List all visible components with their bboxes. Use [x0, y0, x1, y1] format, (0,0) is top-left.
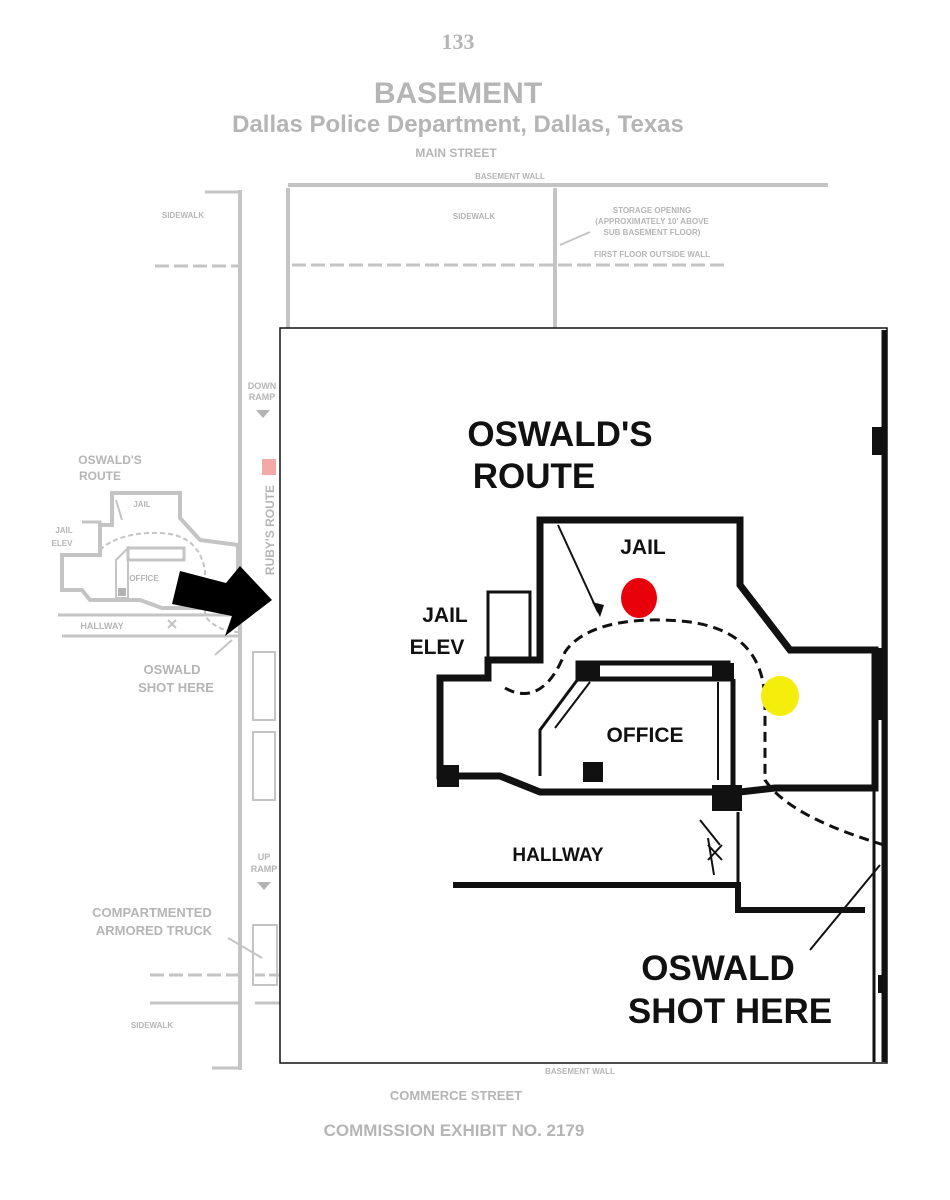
inset-shot-here-label-2: SHOT HERE: [628, 992, 832, 1031]
truck-label-1: COMPARTMENTED: [92, 905, 212, 920]
bg-office-label: OFFICE: [129, 574, 159, 583]
sidewalk-left-label: SIDEWALK: [162, 211, 204, 220]
bg-oswalds-route-label-2: ROUTE: [79, 469, 121, 483]
yellow-marker: [761, 676, 799, 716]
exhibit-label: COMMISSION EXHIBIT NO. 2179: [324, 1121, 585, 1140]
storage-label-3: SUB BASEMENT FLOOR): [604, 228, 701, 237]
bg-hallway-label: HALLWAY: [80, 621, 123, 631]
inset-oswalds-route-label-1: OSWALD'S: [467, 415, 652, 454]
first-floor-wall-label: FIRST FLOOR OUTSIDE WALL: [594, 250, 710, 259]
page-number: 133: [442, 29, 475, 54]
bg-shot-here-label-1: OSWALD: [143, 662, 200, 677]
storage-label-2: (APPROXIMATELY 10' ABOVE: [595, 217, 709, 226]
up-ramp-arrow-icon: [257, 882, 271, 890]
up-ramp-label-1: UP: [258, 852, 271, 862]
storage-label-1: STORAGE OPENING: [613, 206, 692, 215]
inset-hallway-label: HALLWAY: [512, 845, 603, 866]
inset-panel: OSWALD'S ROUTE JAIL JAIL ELEV OFFICE HAL…: [279, 327, 888, 1064]
inset-office-label: OFFICE: [607, 724, 684, 747]
truck-label-2: ARMORED TRUCK: [96, 923, 213, 938]
bg-oswalds-route-label-1: OSWALD'S: [78, 453, 142, 467]
down-ramp-label-1: DOWN: [248, 381, 277, 391]
sidewalk-mid-label: SIDEWALK: [453, 212, 495, 221]
bg-jail-label: JAIL: [133, 500, 150, 509]
plan-title: BASEMENT: [374, 77, 542, 110]
inset-jail-elev-label-2: ELEV: [410, 636, 465, 659]
street-main: MAIN STREET: [415, 146, 497, 160]
down-ramp-label-2: RAMP: [249, 392, 276, 402]
inset-oswalds-route-label-2: ROUTE: [473, 457, 596, 496]
background-jail-complex: OSWALD'S ROUTE JAIL JAIL ELEV OFFICE HAL…: [52, 453, 240, 695]
basement-wall-bottom-label: BASEMENT WALL: [545, 1067, 615, 1076]
background-plan: 133 BASEMENT Dallas Police Department, D…: [52, 29, 828, 1140]
red-marker: [621, 578, 657, 618]
office-square: [583, 762, 603, 782]
up-ramp-label-2: RAMP: [251, 864, 278, 874]
inset-jail-label: JAIL: [620, 536, 666, 559]
zoom-arrow-icon: [172, 566, 272, 636]
bg-jail-elev-label-2: ELEV: [52, 539, 74, 548]
plan-subtitle: Dallas Police Department, Dallas, Texas: [232, 111, 684, 138]
rubys-route-label: RUBY'S ROUTE: [263, 485, 277, 575]
jail-building-outline: [436, 516, 879, 796]
street-commerce: COMMERCE STREET: [390, 1088, 522, 1103]
sidewalk-bottom-label: SIDEWALK: [131, 1021, 173, 1030]
inset-shot-here-label-1: OSWALD: [641, 949, 795, 988]
bg-jail-elev-label-1: JAIL: [55, 526, 72, 535]
basement-wall-top-label: BASEMENT WALL: [475, 172, 545, 181]
down-ramp-arrow-icon: [256, 410, 270, 418]
ruby-marker: [262, 459, 276, 475]
bg-shot-here-label-2: SHOT HERE: [138, 680, 214, 695]
inset-jail-elev-label-1: JAIL: [422, 604, 468, 627]
oswalds-route-path: [504, 618, 885, 847]
